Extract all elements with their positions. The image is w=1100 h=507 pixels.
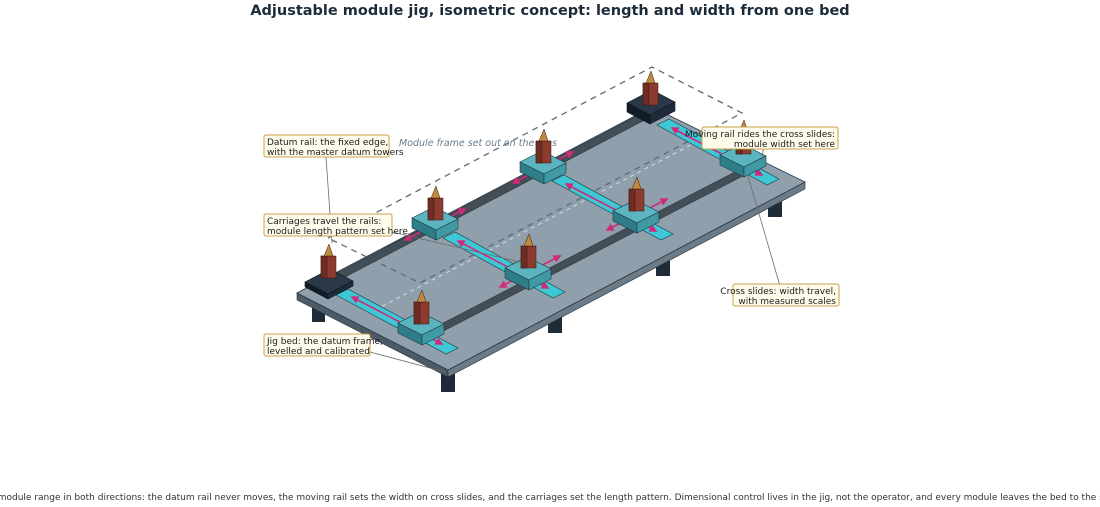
bed-leg [441,372,455,392]
center-dash [374,134,711,311]
callout-jig-bed: Jig bed: the datum frame, levelled and c… [263,333,383,357]
leader-carriages [391,231,521,263]
datum-tower [649,101,676,125]
callout-moving-rail: Moving rail rides the cross slides: modu… [685,126,839,150]
svg-text:with measured scales: with measured scales [738,297,836,307]
callout-datum-rail: Datum rail: the fixed edge, with the mas… [263,134,404,158]
svg-text:Datum rail: the fixed edge,: Datum rail: the fixed edge, [267,138,388,148]
diagram-title: Adjustable module jig, isometric concept… [250,3,849,19]
callout-cross-slides: Cross slides: width travel, with measure… [720,283,840,307]
module-frame [327,66,744,284]
datum-towers [304,89,676,300]
leader-jig-bed [369,351,446,373]
datum-tower [327,280,354,300]
svg-text:levelled and calibrated: levelled and calibrated [267,347,370,357]
carriage [612,199,660,234]
diagram-caption: One bed serves the module range in both … [0,493,1100,503]
leader-cross-slides [747,175,781,287]
svg-text:module width set here: module width set here [734,140,836,150]
svg-text:Jig bed: the datum frame,: Jig bed: the datum frame, [266,337,383,347]
frame-label: Module frame set out on the pins [399,138,557,149]
pin [427,185,444,221]
svg-text:with the master datum towers: with the master datum towers [267,148,404,158]
svg-text:module length pattern set here: module length pattern set here [267,227,408,237]
pin [535,128,552,164]
carriage [504,256,552,291]
pin [320,243,337,279]
pin [520,233,537,269]
pin [413,289,430,325]
pin [628,176,645,212]
pin [642,70,659,106]
svg-text:Moving rail rides the cross sl: Moving rail rides the cross slides: [685,130,835,140]
carriage [719,143,767,178]
svg-text:Carriages travel the rails:: Carriages travel the rails: [267,217,381,227]
callout-carriages: Carriages travel the rails: module lengt… [263,213,408,237]
svg-text:Cross slides: width travel,: Cross slides: width travel, [720,287,836,297]
